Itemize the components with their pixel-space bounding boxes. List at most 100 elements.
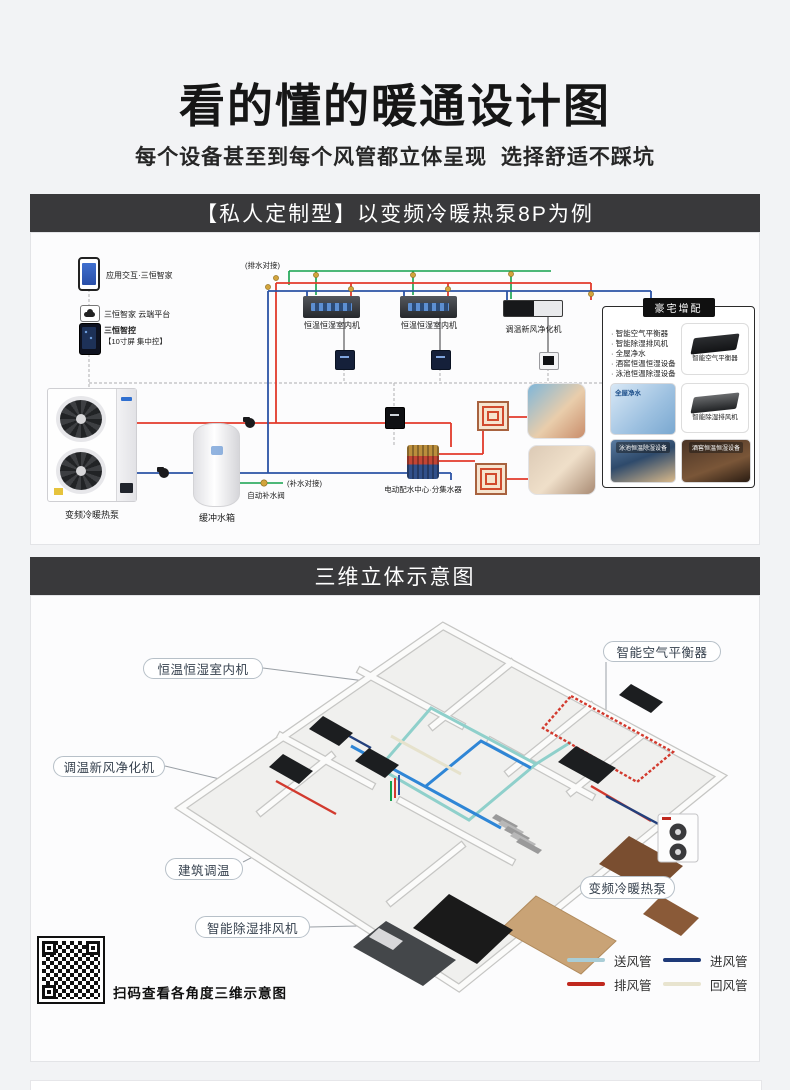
duct-legend: 送风管 进风管 排风管 回风管 <box>567 948 763 996</box>
upgrade-panel-title: 豪宅增配 <box>642 298 715 317</box>
upgrade-panel: 豪宅增配 智能空气平衡器 智能除湿排风机 全屋净水 酒窖恒温恒湿设备 泳池恒温除… <box>602 298 755 488</box>
qr-pattern <box>42 941 100 999</box>
pool-photo: 泳池恒温除湿设备 <box>610 439 676 483</box>
qr-caption: 扫码查看各角度三维示意图 <box>113 986 287 1001</box>
indoor-unit-2-label: 恒温恒湿室内机 <box>401 321 457 330</box>
indoor-unit-2 <box>400 296 457 318</box>
callout-building-temp-text: 建筑调温 <box>177 863 230 878</box>
panel-sublabel: 【10寸屏 集中控】 <box>104 337 167 346</box>
indoor-unit-1 <box>303 296 360 318</box>
thermostat-3 <box>539 352 559 370</box>
legend-item: 排风管 <box>567 975 663 994</box>
floor-heating-controller <box>385 407 405 429</box>
section1-banner: 【私人定制型】以变频冷暖热泵8P为例 <box>30 194 760 232</box>
upgrade-bullet: 智能除湿排风机 <box>611 339 677 349</box>
threed-card: 恒温恒湿室内机 智能空气平衡器 调温新风净化机 建筑调温 智能除湿排风机 变频冷… <box>30 595 760 1062</box>
callout-fresh-air-text: 调温新风净化机 <box>63 761 155 775</box>
callout-dehumidifier-text: 智能除湿排风机 <box>206 921 298 936</box>
refill-note: (补水对接) <box>287 479 322 488</box>
wine-cellar-photo: 酒窖恒温恒湿设备 <box>681 439 751 483</box>
warning-sticker <box>54 488 63 495</box>
auto-refill-valve-label: 自动补水阀 <box>247 491 285 500</box>
air-balancer-tile: 智能空气平衡器 <box>681 323 749 375</box>
thermostat-1 <box>335 350 355 370</box>
section2-banner-text: 三维立体示意图 <box>314 566 476 589</box>
exhaust-duct-label: 排风管 <box>614 978 652 993</box>
heat-pump-label: 变频冷暖热泵 <box>64 510 119 520</box>
callout-heat-pump-text: 变频冷暖热泵 <box>588 882 667 896</box>
callout-indoor-unit: 恒温恒湿室内机 <box>143 658 263 679</box>
tablet-screen <box>82 327 96 349</box>
livingroom-photo <box>528 445 596 495</box>
qr-finder-tl <box>42 941 56 955</box>
upgrade-bullet: 智能空气平衡器 <box>611 329 677 339</box>
callout-building-temp: 建筑调温 <box>165 858 243 880</box>
callout-dehumidifier: 智能除湿排风机 <box>195 916 310 938</box>
thermostat1-display <box>340 356 349 358</box>
floor-coil-1 <box>477 401 509 431</box>
intake-duct-label: 进风管 <box>710 954 748 969</box>
thermostat2-display <box>436 356 445 358</box>
drain-note: (排水对接) <box>245 261 280 270</box>
isometric-house-drawing <box>164 621 729 993</box>
callout-air-balancer-text: 智能空气平衡器 <box>616 646 708 660</box>
qr-code <box>37 936 105 1004</box>
section1-banner-text: 【私人定制型】以变频冷暖热泵8P为例 <box>196 203 594 226</box>
fan-top <box>56 396 106 442</box>
floor-coil-2 <box>475 463 507 495</box>
brand-mark <box>121 397 132 401</box>
heat-pump-unit <box>47 388 137 502</box>
coil2-inner <box>480 468 502 490</box>
schematic-pipes-layer <box>88 270 671 487</box>
fan-bottom-hub <box>76 466 86 476</box>
fan-bottom <box>56 448 106 494</box>
exhaust-duct-swatch <box>567 982 605 986</box>
cloud-platform-icon <box>80 305 100 322</box>
upgrade-bullet: 酒窖恒温恒湿设备 <box>611 359 677 369</box>
tank-logo <box>211 446 223 455</box>
upgrade-bullet: 泳池恒温除湿设备 <box>611 369 677 379</box>
qr-finder-bl <box>42 985 56 999</box>
dehumidifier-product-image <box>690 391 740 414</box>
water-purify-caption: 全屋净水 <box>615 390 641 397</box>
section2-banner: 三维立体示意图 <box>30 557 760 595</box>
buffer-tank-label: 缓冲水箱 <box>198 513 235 523</box>
water-purify-image: 全屋净水 <box>610 383 676 435</box>
next-section-edge <box>30 1080 762 1090</box>
callout-heat-pump: 变频冷暖热泵 <box>580 876 675 899</box>
legend-item: 回风管 <box>663 975 763 994</box>
thermostat-2 <box>431 350 451 370</box>
callout-indoor-unit-text: 恒温恒湿室内机 <box>157 663 249 677</box>
pool-caption: 泳池恒温除湿设备 <box>615 442 671 453</box>
fresh-air-unit <box>503 300 563 317</box>
supply-duct-swatch <box>567 958 605 962</box>
thermostat3-display <box>543 356 554 365</box>
controller-display <box>390 414 399 416</box>
unit-side-panel <box>116 389 136 501</box>
phone-screen <box>82 263 96 285</box>
dehumidifier-tile: 智能除湿排风机 <box>681 383 749 433</box>
cloud-blob <box>84 312 95 317</box>
unit2-vent <box>408 303 449 311</box>
name-plate <box>120 483 133 493</box>
coil2-core <box>485 473 497 485</box>
app-label: 应用交互·三恒智家 <box>106 271 173 280</box>
page-title: 看的懂的暖通设计图 <box>179 80 611 132</box>
indoor-unit-1-label: 恒温恒湿室内机 <box>304 321 360 330</box>
qr-finder-tr <box>86 941 100 955</box>
wine-cellar-caption: 酒窖恒温恒湿设备 <box>688 442 744 453</box>
fan-top-hub <box>76 414 86 424</box>
return-duct-label: 回风管 <box>710 978 748 993</box>
unit1-vent <box>311 303 352 311</box>
water-manifold <box>407 445 439 479</box>
air-balancer-caption: 智能空气平衡器 <box>692 354 738 362</box>
legend-item: 送风管 <box>567 951 663 970</box>
schematic-card: 应用交互·三恒智家 三恒智家 云端平台 三恒智控 【10寸屏 集中控】 变频冷暖… <box>30 232 760 545</box>
upgrade-bullet: 全屋净水 <box>611 349 677 359</box>
callout-air-balancer: 智能空气平衡器 <box>603 641 721 662</box>
intake-duct-swatch <box>663 958 701 962</box>
callout-fresh-air: 调温新风净化机 <box>53 756 165 777</box>
panel-label: 三恒智控 <box>104 326 136 335</box>
fresh-air-unit-label: 调温新风净化机 <box>505 325 562 334</box>
